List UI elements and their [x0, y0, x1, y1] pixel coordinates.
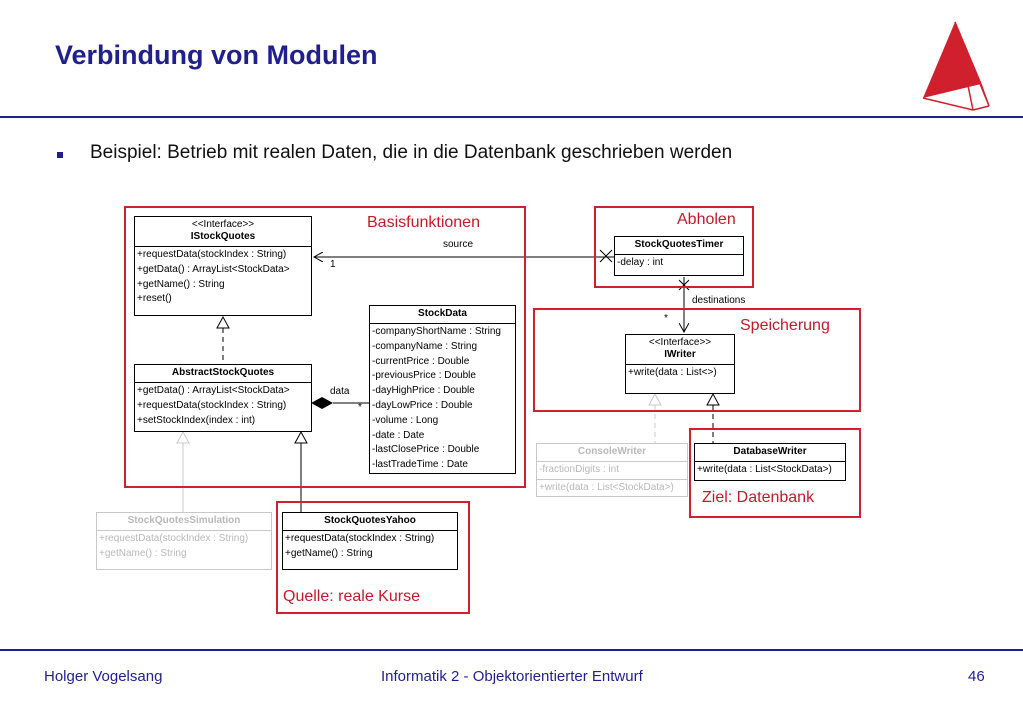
destinations-multiplicity: * — [664, 313, 668, 324]
attribute: -date : Date — [372, 429, 425, 441]
stereotype: <<Interface>> — [191, 219, 255, 230]
group-basisfunktionen — [124, 206, 526, 488]
operation: +getData() : ArrayList<StockData> — [137, 263, 290, 275]
footer-author: Holger Vogelsang — [44, 668, 163, 685]
source-multiplicity: 1 — [330, 259, 336, 270]
class-name: StockQuotesSimulation — [127, 515, 241, 526]
attribute: -lastTradeTime : Date — [372, 459, 468, 471]
class-name: DatabaseWriter — [733, 446, 807, 457]
group-quelle — [276, 501, 470, 614]
bullet-marker — [57, 152, 63, 158]
class-name: ConsoleWriter — [577, 446, 647, 457]
class-stockquotesyahoo: StockQuotesYahoo +requestData(stockIndex… — [282, 512, 458, 570]
group-speicherung — [533, 308, 861, 412]
attribute: -delay : int — [617, 257, 664, 268]
attribute: -lastClosePrice : Double — [372, 444, 480, 456]
class-stockquotessimulation: StockQuotesSimulation +requestData(stock… — [96, 512, 272, 570]
operation: +write(data : List<>) — [628, 367, 717, 378]
attribute: -volume : Long — [372, 414, 439, 426]
operation: +reset() — [137, 293, 172, 305]
class-istockquotes: <<Interface>> IStockQuotes +requestData(… — [134, 216, 312, 316]
group-abholen — [594, 206, 754, 288]
university-logo — [922, 21, 990, 111]
class-databasewriter: DatabaseWriter +write(data : List<StockD… — [694, 443, 846, 481]
operation: +setStockIndex(index : int) — [137, 414, 256, 426]
class-iwriter: <<Interface>> IWriter +write(data : List… — [625, 334, 735, 394]
attribute: -companyName : String — [372, 340, 478, 352]
header-rule — [0, 116, 1023, 118]
class-name: StockData — [418, 308, 467, 319]
stereotype: <<Interface>> — [648, 337, 712, 348]
class-stockquotestimer: StockQuotesTimer -delay : int — [614, 236, 744, 276]
source-label: source — [443, 239, 474, 250]
operation: +requestData(stockIndex : String) — [99, 533, 249, 544]
label-quelle: Quelle: reale Kurse — [283, 588, 420, 605]
class-stockdata: StockData -companyShortName : String -co… — [369, 305, 516, 474]
class-name: StockQuotesTimer — [634, 239, 724, 250]
label-abholen: Abholen — [677, 211, 736, 228]
operation: +getName() : String — [137, 278, 225, 290]
class-abstractstockquotes: AbstractStockQuotes +getData() : ArrayLi… — [134, 364, 312, 432]
operation: +getName() : String — [285, 547, 373, 559]
class-consolewriter: ConsoleWriter -fractionDigits : int +wri… — [536, 443, 688, 497]
operation: +getData() : ArrayList<StockData> — [137, 385, 290, 396]
footer-rule — [0, 649, 1023, 651]
class-name: IStockQuotes — [190, 231, 256, 242]
operation: +requestData(stockIndex : String) — [137, 399, 287, 411]
class-name: StockQuotesYahoo — [324, 515, 416, 526]
operation: +write(data : List<StockData>) — [697, 464, 832, 475]
realization-arrowhead — [216, 315, 230, 329]
attribute: -currentPrice : Double — [372, 355, 470, 367]
operation: +requestData(stockIndex : String) — [285, 533, 435, 544]
operation: +write(data : List<StockData>) — [539, 481, 674, 493]
destinations-cross-mark — [678, 279, 690, 291]
data-multiplicity: * — [358, 402, 362, 413]
operation: +getName() : String — [99, 547, 187, 559]
composition-diamond — [311, 397, 333, 409]
simulation-generalization-arrowhead — [176, 430, 190, 444]
yahoo-generalization-arrowhead — [294, 430, 308, 444]
operation: +requestData(stockIndex : String) — [137, 249, 287, 260]
data-label: data — [330, 386, 350, 397]
attribute: -dayHighPrice : Double — [372, 385, 475, 397]
attribute: -fractionDigits : int — [539, 464, 620, 475]
group-ziel — [689, 428, 861, 518]
footer-page-number: 46 — [968, 668, 985, 685]
source-cross-mark — [599, 249, 613, 263]
class-name: IWriter — [664, 349, 696, 360]
slide-title: Verbindung von Modulen — [55, 40, 378, 70]
bullet-text: Beispiel: Betrieb mit realen Daten, die … — [90, 142, 733, 163]
label-ziel: Ziel: Datenbank — [702, 489, 815, 506]
class-name: AbstractStockQuotes — [171, 367, 275, 378]
attribute: -companyShortName : String — [372, 326, 501, 337]
console-realization-arrowhead — [648, 392, 662, 406]
attribute: -previousPrice : Double — [372, 370, 476, 382]
database-realization-arrowhead — [706, 392, 720, 406]
label-speicherung: Speicherung — [740, 317, 830, 334]
attribute: -dayLowPrice : Double — [372, 399, 473, 411]
label-basisfunktionen: Basisfunktionen — [367, 214, 480, 231]
footer-course: Informatik 2 - Objektorientierter Entwur… — [381, 668, 643, 685]
destinations-label: destinations — [692, 295, 746, 306]
